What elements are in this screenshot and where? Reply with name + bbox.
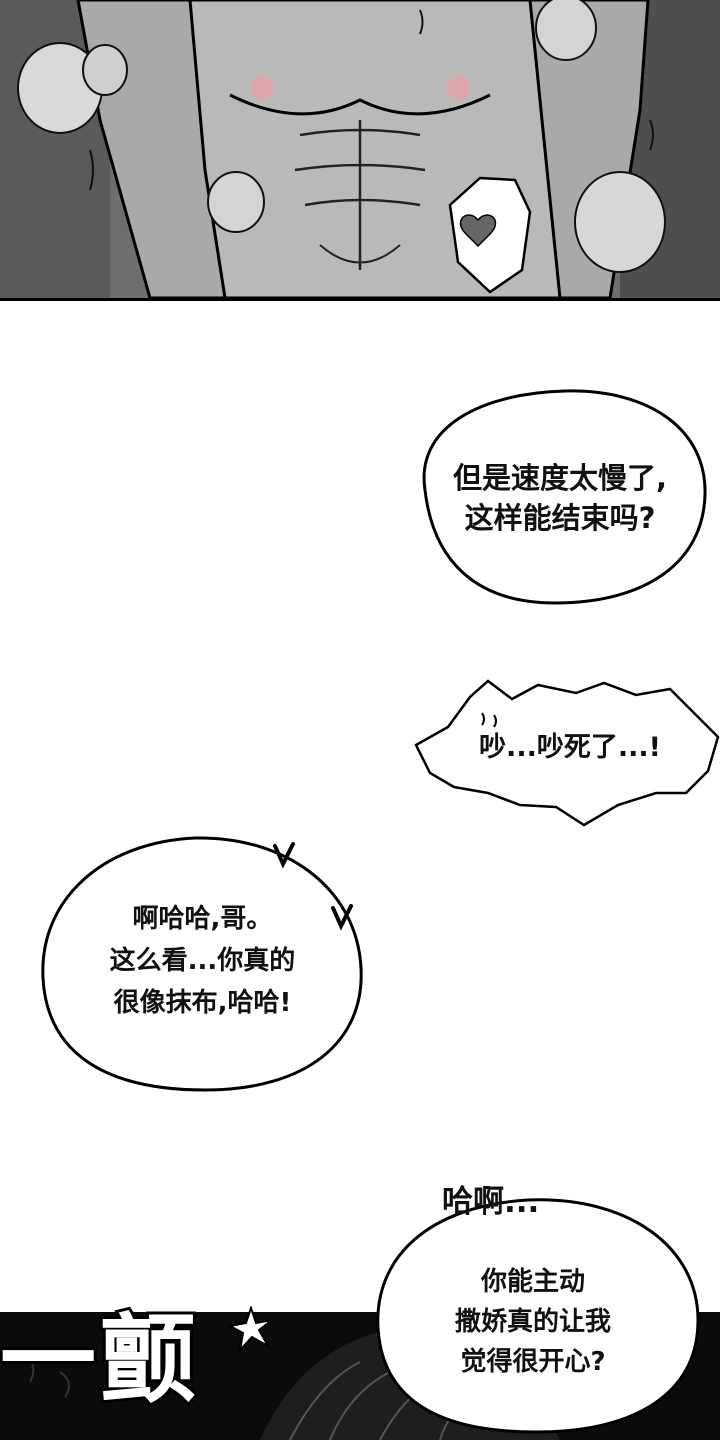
bubble-4-line-2: 撒娇真的让我: [454, 1307, 611, 1337]
speech-bubble-4: [376, 1198, 700, 1434]
heart-icon: [273, 842, 295, 869]
torso-illustration: [0, 0, 720, 298]
sound-effect: 一颤: [0, 1301, 200, 1419]
bubble-4-line-1: 你能主动: [480, 1267, 585, 1297]
heart-icon: [331, 904, 353, 931]
shout-bubble-2-text: 吵...吵死了...!: [420, 730, 720, 766]
bubble-3-line-1: 啊哈哈,哥。: [132, 904, 273, 934]
bubble-4-lead: 哈啊...: [442, 1184, 540, 1220]
bubble-3-line-2: 这么看...你真的: [109, 946, 296, 976]
top-panel-illustration: [0, 0, 720, 301]
speech-bubble-3-text: 啊哈哈,哥。 这么看...你真的 很像抹布,哈哈!: [55, 898, 350, 1024]
bubble-1-line-1: 但是速度太慢了,: [452, 461, 668, 495]
spark-icon: [228, 1306, 273, 1352]
bubble-2-line-1: 吵...吵死了...!: [479, 732, 661, 763]
bubble-3-line-3: 很像抹布,哈哈!: [113, 988, 292, 1018]
speech-bubble-3: [41, 836, 363, 1092]
shout-bubble-2: [414, 679, 720, 827]
speech-bubble-1: [422, 389, 707, 605]
speech-bubble-1-text: 但是速度太慢了, 这样能结束吗?: [410, 458, 710, 538]
bubble-1-line-2: 这样能结束吗?: [464, 501, 656, 535]
bubble-4-line-3: 觉得很开心?: [460, 1347, 606, 1377]
speech-bubble-4-text: 你能主动 撒娇真的让我 觉得很开心?: [378, 1262, 688, 1382]
